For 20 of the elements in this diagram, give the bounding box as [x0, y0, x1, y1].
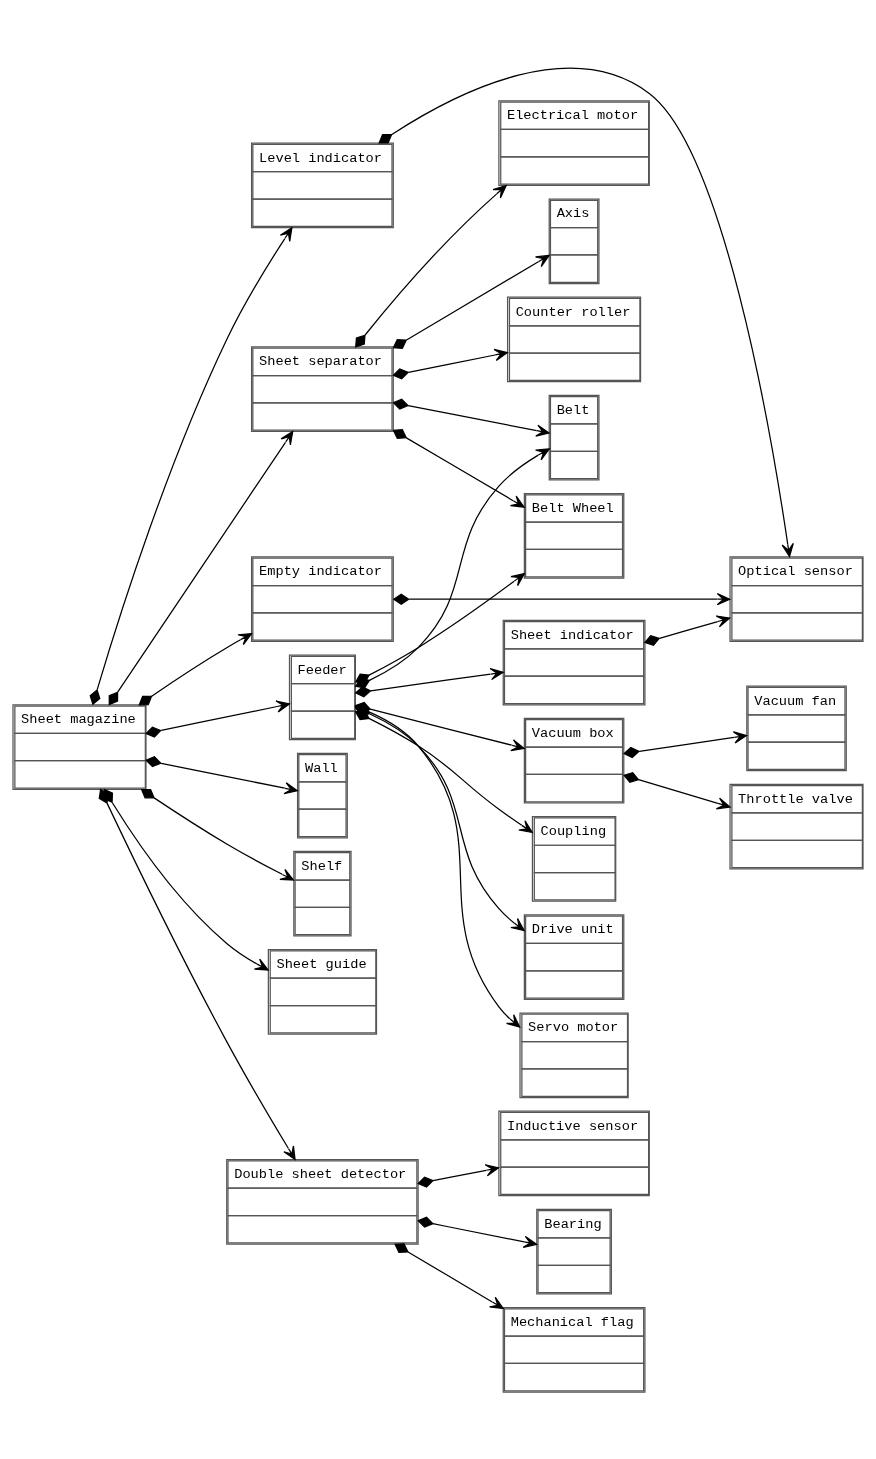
- arrow: [108, 430, 294, 706]
- arrow: [623, 730, 748, 758]
- arrow: [138, 632, 253, 705]
- arrow: [417, 1216, 538, 1248]
- arrow: [354, 572, 525, 684]
- arrow: [392, 398, 550, 437]
- arrow: [89, 226, 293, 705]
- arrow: [145, 699, 290, 738]
- arrow: [140, 788, 295, 881]
- arrow: [392, 592, 731, 605]
- arrow: [392, 348, 508, 379]
- arrow: [417, 1163, 500, 1188]
- arrow: [394, 1242, 504, 1309]
- arrow: [392, 428, 525, 508]
- arrow: [145, 755, 298, 794]
- arrow: [643, 615, 731, 646]
- arrow: [392, 254, 550, 349]
- arrow: [378, 67, 794, 557]
- arrow: [623, 771, 731, 809]
- arrow: [355, 184, 507, 348]
